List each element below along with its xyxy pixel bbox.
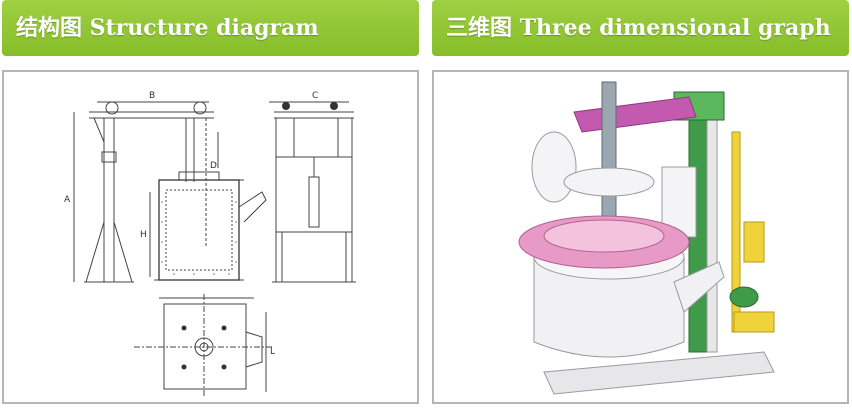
three-d-panel: 三维图 Three dimensional graph bbox=[432, 0, 849, 404]
furnace-3d-render bbox=[518, 81, 775, 395]
structure-frame: B C A H L D bbox=[2, 70, 419, 404]
dim-label-l: L bbox=[270, 347, 275, 357]
dim-label-d: D bbox=[210, 161, 217, 171]
dim-label-b: B bbox=[149, 91, 155, 101]
dim-label-h: H bbox=[140, 230, 147, 240]
structure-title: 结构图 Structure diagram bbox=[2, 0, 419, 56]
structure-panel: 结构图 Structure diagram bbox=[2, 0, 419, 404]
structure-drawing: B C A H L D bbox=[64, 91, 356, 397]
three-d-frame bbox=[432, 70, 849, 404]
three-d-title: 三维图 Three dimensional graph bbox=[432, 0, 849, 56]
dim-label-a: A bbox=[64, 195, 71, 205]
dim-label-c: C bbox=[312, 91, 318, 101]
